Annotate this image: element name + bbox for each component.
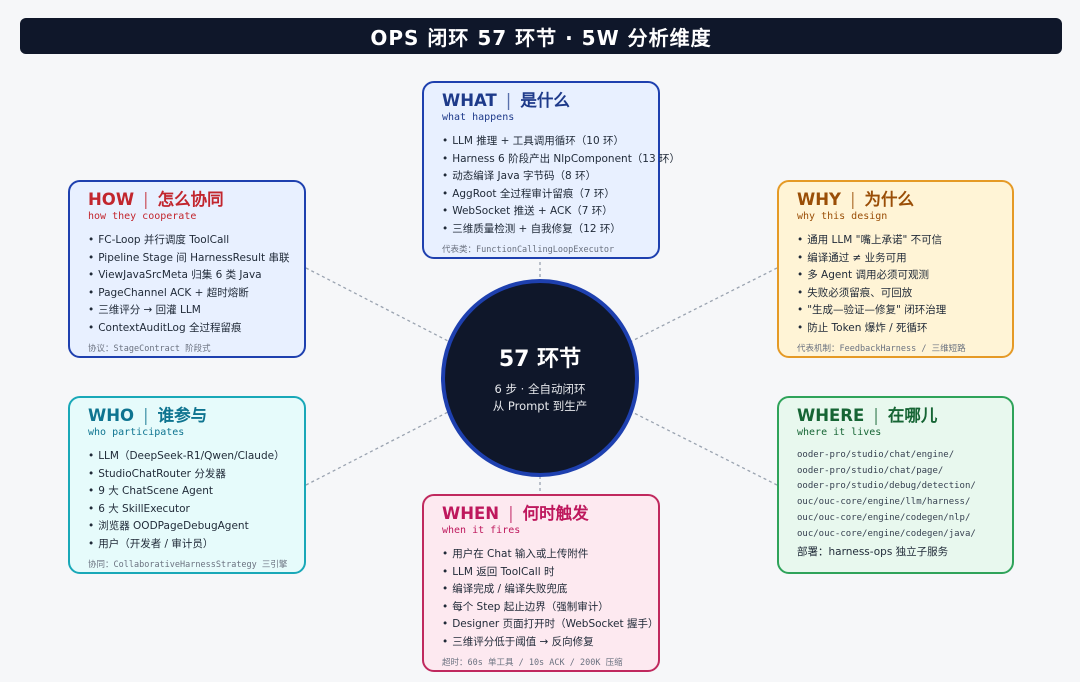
- center-title: 57 环节: [498, 347, 582, 372]
- card-what: WHAT | 是什么 what happens •LLM 推理 + 工具调用循环…: [422, 81, 681, 259]
- list-item: •ViewJavaSrcMeta 归集 6 类 Java: [88, 269, 262, 282]
- list-item: •每个 Step 起止边界（强制审计）: [442, 600, 609, 613]
- connector-where: [627, 409, 778, 486]
- list-item: •PageChannel ACK + 超时熔断: [88, 286, 249, 299]
- card-who-sub: who participates: [88, 427, 185, 438]
- list-item: •三维质量检测 + 自我修复（12 环）: [442, 222, 621, 235]
- list-item: •Harness 6 阶段产出 NlpComponent（13 环）: [442, 152, 681, 165]
- card-what-en: WHAT: [442, 91, 497, 110]
- list-item: •三维评分 → 回灌 LLM: [88, 304, 201, 317]
- card-where-deploy: 部署：harness-ops 独立子服务: [797, 546, 949, 559]
- card-how-list: •FC-Loop 并行调度 ToolCall •Pipeline Stage 间…: [88, 232, 290, 338]
- card-where-en: WHERE: [797, 406, 865, 425]
- center-line-2: 从 Prompt 到生产: [492, 399, 588, 413]
- list-item: •9 大 ChatScene Agent: [88, 485, 214, 498]
- card-who-foot: 协同：CollaborativeHarnessStrategy 三引擎: [88, 559, 288, 570]
- card-who-en: WHO: [88, 406, 135, 425]
- center-line-1: 6 步 · 全自动闭环: [494, 382, 586, 396]
- connector-why: [627, 267, 778, 344]
- list-item: •多 Agent 调用必须可观测: [797, 269, 929, 282]
- path-item: ouc/ouc-core/engine/codegen/nlp/: [797, 512, 971, 523]
- list-item: •"生成—验证—修复" 闭环治理: [797, 304, 947, 317]
- card-why-sub: why this design: [797, 211, 888, 222]
- card-why-list: •通用 LLM "嘴上承诺" 不可信 •编译通过 ≠ 业务可用 •多 Agent…: [797, 232, 998, 338]
- card-why-head: WHY | 为什么: [797, 190, 915, 209]
- card-why-zh: 为什么: [864, 190, 915, 209]
- title-bar: OPS 闭环 57 环节 · 5W 分析维度: [20, 18, 1062, 54]
- list-item: •LLM 推理 + 工具调用循环（10 环）: [442, 135, 624, 147]
- list-item: •编译通过 ≠ 业务可用: [797, 251, 907, 264]
- card-who-list: •LLM（DeepSeek-R1/Qwen/Claude） •StudioCha…: [88, 448, 290, 554]
- connector-who: [305, 409, 453, 486]
- card-why: WHY | 为什么 why this design •通用 LLM "嘴上承诺"…: [777, 180, 1014, 358]
- card-when: WHEN | 何时触发 when it fires •用户在 Chat 输入或上…: [422, 494, 660, 672]
- card-how-sub: how they cooperate: [88, 211, 197, 222]
- center-hub: 57 环节 6 步 · 全自动闭环 从 Prompt 到生产: [441, 279, 639, 477]
- page-title: OPS 闭环 57 环节 · 5W 分析维度: [370, 25, 712, 50]
- list-item: •三维评分低于阈值 → 反向修复: [442, 635, 594, 648]
- card-where: WHERE | 在哪儿 where it lives ooder-pro/stu…: [777, 396, 1014, 574]
- list-item: •Designer 页面打开时（WebSocket 握手）: [442, 618, 659, 631]
- card-how: HOW | 怎么协同 how they cooperate •FC-Loop 并…: [68, 180, 306, 358]
- card-how-head: HOW | 怎么协同: [88, 190, 224, 209]
- list-item: •AggRoot 全过程审计留痕（7 环）: [442, 187, 615, 200]
- card-what-sub: what happens: [442, 112, 515, 123]
- card-who-zh: 谁参与: [157, 406, 208, 425]
- card-where-sub: where it lives: [797, 427, 882, 438]
- list-item: •FC-Loop 并行调度 ToolCall: [88, 234, 230, 246]
- list-item: •WebSocket 推送 + ACK（7 环）: [442, 205, 613, 218]
- card-why-foot: 代表机制：FeedbackHarness / 三维短路: [797, 343, 966, 354]
- list-item: •用户在 Chat 输入或上传附件: [442, 548, 589, 560]
- card-when-foot: 超时：60s 单工具 / 10s ACK / 200K 压缩: [442, 657, 623, 668]
- card-how-en: HOW: [88, 190, 135, 209]
- card-what-zh: 是什么: [520, 91, 570, 110]
- path-item: ooder-pro/studio/debug/detection/: [797, 481, 976, 492]
- list-item: •LLM 返回 ToolCall 时: [442, 565, 555, 578]
- list-item: •防止 Token 爆炸 / 死循环: [797, 321, 928, 334]
- card-when-zh: 何时触发: [522, 504, 589, 523]
- card-where-paths: ooder-pro/studio/chat/engine/ ooder-pro/…: [797, 448, 998, 542]
- path-item: ooder-pro/studio/chat/page/: [797, 465, 944, 476]
- card-where-zh: 在哪儿: [887, 406, 938, 425]
- list-item: •浏览器 OODPageDebugAgent: [88, 520, 249, 533]
- card-when-head: WHEN | 何时触发: [442, 504, 589, 523]
- list-item: •通用 LLM "嘴上承诺" 不可信: [797, 234, 943, 246]
- list-item: •Pipeline Stage 间 HarnessResult 串联: [88, 251, 290, 264]
- card-why-en: WHY: [797, 190, 841, 209]
- card-who: WHO | 谁参与 who participates •LLM（DeepSeek…: [68, 396, 306, 574]
- connector-how: [305, 267, 453, 344]
- card-when-sub: when it fires: [442, 525, 521, 536]
- list-item: •动态编译 Java 字节码（8 环）: [442, 170, 597, 183]
- list-item: •LLM（DeepSeek-R1/Qwen/Claude）: [88, 450, 285, 462]
- card-who-head: WHO | 谁参与: [88, 406, 208, 425]
- card-how-foot: 协议：StageContract 阶段式: [88, 343, 211, 354]
- card-what-head: WHAT | 是什么: [442, 91, 570, 110]
- card-when-list: •用户在 Chat 输入或上传附件 •LLM 返回 ToolCall 时 •编译…: [442, 546, 659, 652]
- card-what-list: •LLM 推理 + 工具调用循环（10 环） •Harness 6 阶段产出 N…: [442, 133, 681, 239]
- list-item: •用户（开发者 / 审计员）: [88, 537, 214, 550]
- list-item: •StudioChatRouter 分发器: [88, 467, 226, 480]
- path-item: ouc/ouc-core/engine/codegen/java/: [797, 528, 976, 539]
- path-item: ouc/ouc-core/engine/llm/harness/: [797, 497, 971, 508]
- list-item: •失败必须留痕、可回放: [797, 286, 913, 299]
- card-where-head: WHERE | 在哪儿: [797, 406, 938, 425]
- card-what-foot: 代表类：FunctionCallingLoopExecutor: [442, 244, 615, 255]
- path-item: ooder-pro/studio/chat/engine/: [797, 450, 955, 460]
- card-when-en: WHEN: [442, 504, 500, 523]
- card-how-zh: 怎么协同: [157, 190, 224, 209]
- list-item: •ContextAuditLog 全过程留痕: [88, 321, 242, 334]
- list-item: •编译完成 / 编译失败兜底: [442, 583, 568, 596]
- list-item: •6 大 SkillExecutor: [88, 502, 190, 515]
